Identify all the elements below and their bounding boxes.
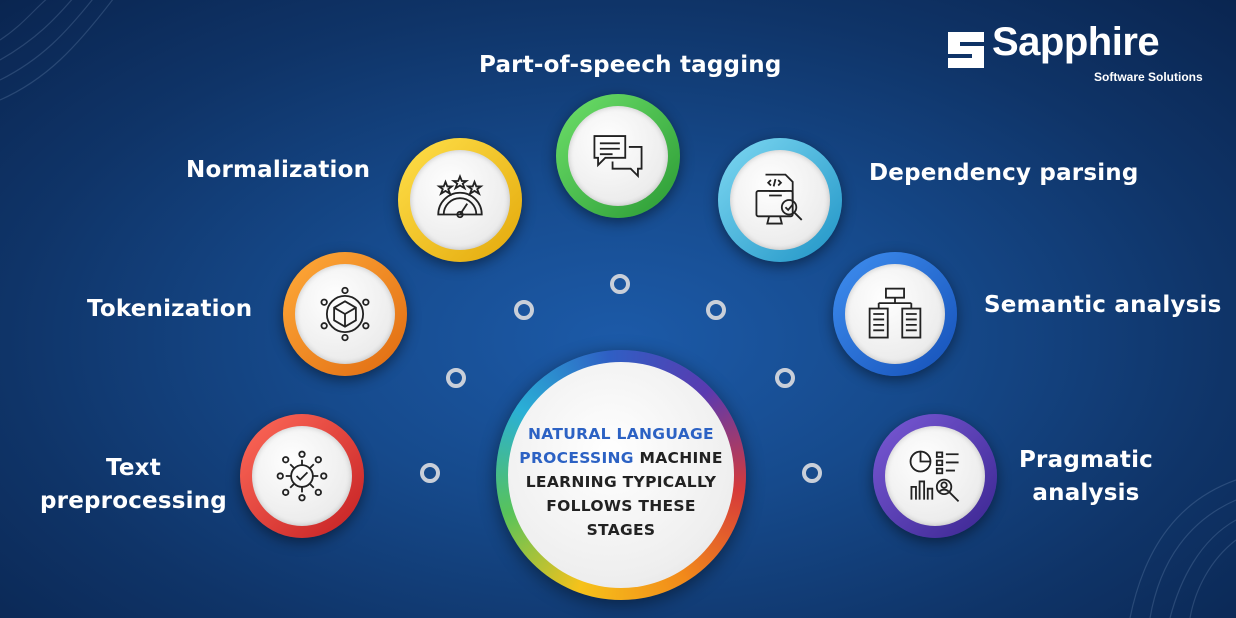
- stage-node-normalization: [398, 138, 522, 262]
- stage-node-semantic-analysis: [833, 252, 957, 376]
- chat-bubbles-icon: [593, 135, 643, 179]
- sapphire-logo: Sapphire Software Solutions: [944, 20, 1208, 86]
- connector-ring: [514, 300, 534, 320]
- stage-label-semantic-analysis: Semantic analysis: [984, 292, 1222, 318]
- connector-ring: [802, 463, 822, 483]
- stage-node-text-preprocessing: [240, 414, 364, 538]
- logo-tagline: Software Solutions: [1094, 70, 1203, 84]
- stage-label-tokenization: Tokenization: [87, 296, 253, 322]
- hub-circle: NATURAL LANGUAGE PROCESSING MACHINE LEAR…: [496, 350, 746, 600]
- cube-network-icon: [320, 286, 370, 342]
- connector-ring: [420, 463, 440, 483]
- analytics-search-icon: [909, 450, 960, 503]
- stage-label-normalization: Normalization: [186, 157, 371, 183]
- stage-node-pragmatic-analysis: [873, 414, 997, 538]
- connector-ring: [775, 368, 795, 388]
- sapphire-s-logo-icon: [948, 32, 984, 68]
- stage-label-dependency-parsing: Dependency parsing: [869, 160, 1139, 186]
- code-document-icon: [755, 173, 803, 225]
- rating-gauge-icon: [436, 173, 484, 219]
- hub-title-rest: MACHINE LEARNING TYPICALLY FOLLOWS THESE…: [525, 449, 723, 539]
- hub-title-accent: NATURAL LANGUAGE PROCESSING: [519, 425, 714, 467]
- connector-ring: [706, 300, 726, 320]
- gear-check-icon: [276, 450, 328, 502]
- logo-name: Sapphire: [992, 20, 1160, 64]
- connector-ring: [446, 368, 466, 388]
- stage-label-part-of-speech-tagging: Part-of-speech tagging: [479, 52, 782, 78]
- hub-title: NATURAL LANGUAGE PROCESSING MACHINE LEAR…: [516, 422, 726, 542]
- stage-node-part-of-speech-tagging: [556, 94, 680, 218]
- stage-node-dependency-parsing: [718, 138, 842, 262]
- hierarchy-documents-icon: [868, 287, 922, 339]
- stage-node-tokenization: [283, 252, 407, 376]
- connector-ring: [610, 274, 630, 294]
